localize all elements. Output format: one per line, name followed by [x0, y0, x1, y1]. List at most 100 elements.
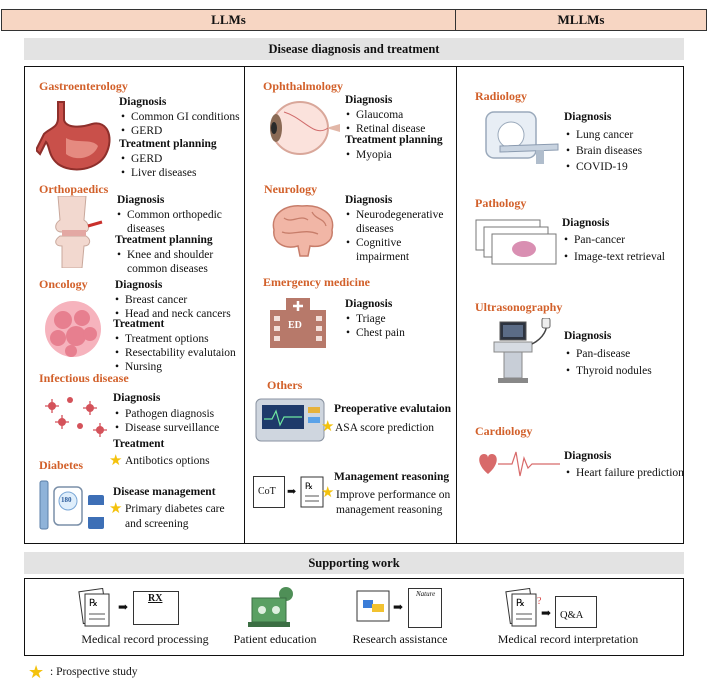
ophth-treatment-list: Myopia: [346, 148, 456, 162]
pathology-diagnosis-list: Pan-cancer Image-text retrieval: [564, 232, 682, 266]
supporting-item-label: Patient education: [233, 632, 317, 646]
infect-treatment-item: Antibotics options: [125, 455, 210, 467]
diabetes-title: Diabetes: [39, 458, 83, 472]
tumor-cells-icon: [45, 301, 101, 357]
neuro-diagnosis-label: Diagnosis: [345, 194, 393, 206]
mllm-panel: [456, 66, 684, 544]
list-item: Chest pain: [346, 326, 456, 340]
ultra-diagnosis-list: Pan-disease Thyroid nodules: [566, 346, 681, 380]
list-item: Thyroid nodules: [566, 363, 681, 380]
prescription-stack-icon: ℞: [78, 588, 110, 627]
laptop-education-icon: [248, 587, 293, 627]
star-icon: ★: [321, 485, 335, 501]
ophthalmology-title: Ophthalmology: [263, 79, 344, 93]
diagnosis-treatment-banner: Disease diagnosis and treatment: [24, 38, 684, 60]
supporting-item-label: Medical record processing: [81, 632, 209, 646]
ophth-diagnosis-list: Glaucoma Retinal disease: [346, 108, 456, 136]
emerg-diagnosis-label: Diagnosis: [345, 298, 393, 310]
gastro-treatment-list: GERD Liver diseases: [121, 152, 246, 180]
research-docs-icon: [356, 590, 390, 622]
list-item: Liver diseases: [121, 166, 246, 180]
ortho-diagnosis-list: Common orthopedic diseases: [117, 208, 235, 236]
gastro-treatment-label: Treatment planning: [119, 138, 217, 150]
qa-box: [555, 596, 597, 628]
legend-text: : Prospective study: [50, 666, 138, 678]
supporting-item-label: Research assistance: [352, 632, 448, 646]
list-item: Neurodegenerative diseases: [346, 208, 456, 236]
ultrasonography-title: Ultrasonography: [475, 300, 563, 314]
pathology-diagnosis-label: Diagnosis: [562, 217, 610, 229]
brain-icon: [272, 205, 334, 257]
list-item: Heart failure prediction: [566, 466, 684, 480]
cardio-diagnosis-list: Heart failure prediction: [566, 466, 684, 480]
infect-treatment-label: Treatment: [113, 438, 165, 450]
arrow-right-icon: ➡: [541, 606, 552, 620]
list-item: COVID-19: [566, 159, 681, 175]
list-item: Knee and shoulder common diseases: [117, 248, 237, 276]
infect-diagnosis-list: Pathogen diagnosis Disease surveillance: [115, 407, 240, 435]
supporting-item-label: Medical record interpretation: [497, 632, 639, 646]
mllms-header: MLLMs: [455, 9, 707, 31]
cardiology-title: Cardiology: [475, 424, 533, 438]
rx-label: RX: [148, 593, 163, 604]
rx-document-box: [133, 591, 179, 625]
others-title: Others: [267, 378, 303, 392]
onco-treatment-list: Treatment options Resectability evalutai…: [115, 332, 240, 374]
qa-label: Q&A: [560, 610, 584, 621]
list-item: Triage: [346, 312, 456, 326]
list-item: Pan-disease: [566, 346, 681, 363]
gastro-diagnosis-list: Common GI conditions GERD: [121, 110, 246, 138]
eye-anatomy-icon: [270, 101, 340, 155]
list-item: Disease surveillance: [115, 421, 240, 435]
nature-label: Nature: [416, 590, 436, 598]
gastro-diagnosis-label: Diagnosis: [119, 96, 167, 108]
ultrasound-machine-icon: [493, 318, 551, 383]
ortho-treatment-label: Treatment planning: [115, 234, 213, 246]
list-item: Lung cancer: [566, 127, 681, 143]
star-icon: ★: [28, 662, 45, 682]
preop-label: Preoperative evalutaion: [334, 403, 451, 415]
management-reasoning-item: Improve performance on management reason…: [336, 489, 451, 516]
neuro-diagnosis-list: Neurodegenerative diseases Cognitive imp…: [346, 208, 456, 264]
supporting-work-banner: Supporting work: [24, 552, 684, 574]
list-item: GERD: [121, 152, 246, 166]
list-item: Brain diseases: [566, 143, 681, 159]
list-item: Resectability evalutaion: [115, 346, 240, 360]
list-item: Myopia: [346, 148, 456, 162]
onco-treatment-label: Treatment: [113, 318, 165, 330]
ed-label: ED: [288, 320, 302, 331]
arrow-right-icon: ➡: [118, 600, 129, 614]
prescription-icon: ℞: [300, 476, 324, 508]
list-item: Pathogen diagnosis: [115, 407, 240, 421]
meter-reading: 180: [61, 496, 72, 504]
stomach-icon: [36, 101, 111, 171]
oncology-title: Oncology: [39, 277, 88, 291]
onco-diagnosis-list: Breast cancer Head and neck cancers: [115, 293, 240, 321]
neurology-title: Neurology: [264, 182, 318, 196]
heartbeat-icon: [479, 451, 560, 477]
star-icon: ★: [321, 419, 335, 435]
list-item: Common orthopedic diseases: [117, 208, 235, 236]
cardio-diagnosis-label: Diagnosis: [564, 450, 612, 462]
arrow-right-icon: ➡: [287, 486, 297, 498]
pathology-slides-icon: [475, 219, 557, 265]
list-item: Treatment options: [115, 332, 240, 346]
knee-joint-icon: [55, 196, 103, 268]
gastroenterology-title: Gastroenterology: [39, 79, 128, 93]
ultra-diagnosis-label: Diagnosis: [564, 330, 612, 342]
list-item: Common GI conditions: [121, 110, 246, 124]
glucose-meter-icon: [39, 480, 104, 530]
ophth-treatment-label: Treatment planning: [345, 134, 443, 146]
list-item: GERD: [121, 124, 246, 138]
list-item: Head and neck cancers: [115, 307, 240, 321]
radiology-title: Radiology: [475, 89, 528, 103]
cot-label: CoT: [258, 486, 276, 497]
ortho-treatment-list: Knee and shoulder common diseases: [117, 248, 237, 276]
infect-diagnosis-label: Diagnosis: [113, 392, 161, 404]
management-reasoning-label: Management reasoning: [334, 471, 450, 483]
diabetes-management-item: Primary diabetes care and screening: [125, 503, 225, 530]
record-stack-icon: ℞: [505, 588, 537, 627]
onco-diagnosis-label: Diagnosis: [115, 279, 163, 291]
question-icon: ?: [537, 596, 542, 607]
preop-item: ASA score prediction: [335, 422, 435, 434]
